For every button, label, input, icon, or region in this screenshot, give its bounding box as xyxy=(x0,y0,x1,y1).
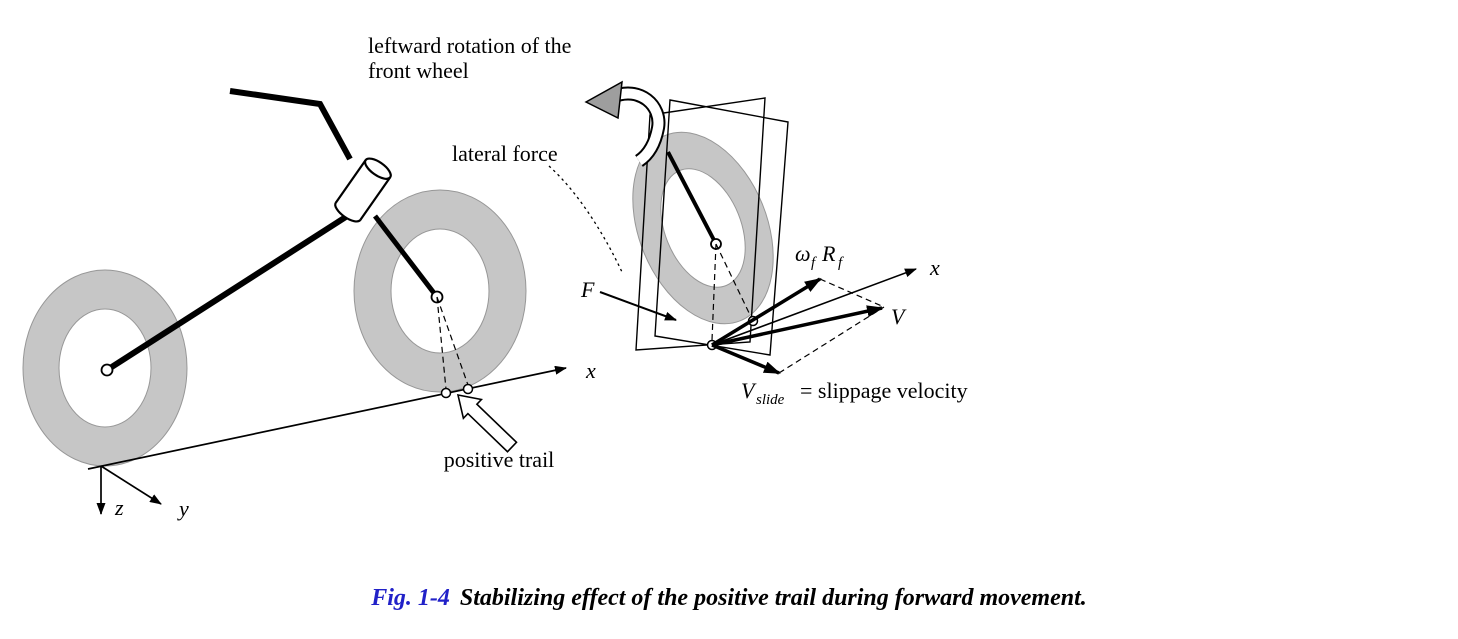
slide-velocity-vector xyxy=(711,343,781,375)
axis-ground-point xyxy=(462,383,474,395)
rotation-arrow xyxy=(584,80,666,167)
velocity-vector xyxy=(711,305,884,347)
rear-hub xyxy=(100,363,114,377)
coordinate-axes: z y xyxy=(96,465,189,521)
wheel-plane-dashed-line xyxy=(436,296,447,390)
fork-line xyxy=(666,151,718,245)
parallelogram-dashed-b xyxy=(778,306,885,374)
radius-symbol: R xyxy=(821,241,836,266)
diagram-canvas: x z y positive trail xyxy=(22,33,968,521)
slide-velocity-symbol: V xyxy=(741,378,757,403)
y-axis-label: y xyxy=(177,496,189,521)
velocity-label: V xyxy=(891,304,907,329)
lateral-force-leader xyxy=(548,165,623,273)
y-axis xyxy=(100,465,162,505)
caption-fig-number: Fig. 1-4 xyxy=(371,585,450,611)
omega-subscript: f xyxy=(811,255,817,271)
figure-caption: Fig. 1-4 Stabilizing effect of the positi… xyxy=(0,585,1458,612)
steer-axis-dashed-line xyxy=(436,296,469,386)
steering-axis xyxy=(373,214,439,299)
rotation-arrow-band xyxy=(610,88,664,166)
front-wheel-3d xyxy=(632,131,774,325)
frame-tube xyxy=(105,210,354,373)
left-diagram: x z y positive trail xyxy=(22,88,596,521)
rotation-label-line2: front wheel xyxy=(368,58,469,83)
contact-point xyxy=(440,387,452,399)
slide-velocity-subscript: slide xyxy=(756,392,785,408)
ground-x-axis xyxy=(87,365,567,470)
wheel-plane-a xyxy=(635,97,766,351)
radius-subscript: f xyxy=(838,255,844,271)
steering-head-cylinder xyxy=(334,157,392,223)
positive-trail-arrow xyxy=(456,393,518,453)
hub-contact-dashed xyxy=(711,243,717,341)
lateral-force-arrow xyxy=(599,291,677,321)
caption-text: Stabilizing effect of the positive trail… xyxy=(459,585,1087,611)
x-axis-label-right: x xyxy=(929,255,940,280)
slide-velocity-text: = slippage velocity xyxy=(800,378,968,403)
rotation-label-line1: leftward rotation of the xyxy=(368,33,571,58)
parallelogram-dashed-a xyxy=(819,278,885,308)
hub-axis-dashed xyxy=(715,243,752,318)
wheel-plane-b xyxy=(654,99,789,356)
rotation-arrow-head xyxy=(584,80,623,120)
x-axis-3d xyxy=(711,268,917,346)
z-axis-label: z xyxy=(114,495,124,520)
cylinder-top-cap xyxy=(363,157,392,180)
omega-vector xyxy=(711,277,822,347)
front-wheel xyxy=(353,189,527,393)
x-axis-label-left: x xyxy=(585,358,596,383)
force-label: F xyxy=(580,277,595,302)
omega-symbol: ω xyxy=(795,241,811,266)
handlebar xyxy=(229,88,353,161)
front-tire-inner xyxy=(390,228,490,354)
positive-trail-label: positive trail xyxy=(444,447,555,472)
lateral-force-label: lateral force xyxy=(452,141,558,166)
right-diagram: x F ω f R f V V slide = slippage velocit… xyxy=(368,33,968,408)
